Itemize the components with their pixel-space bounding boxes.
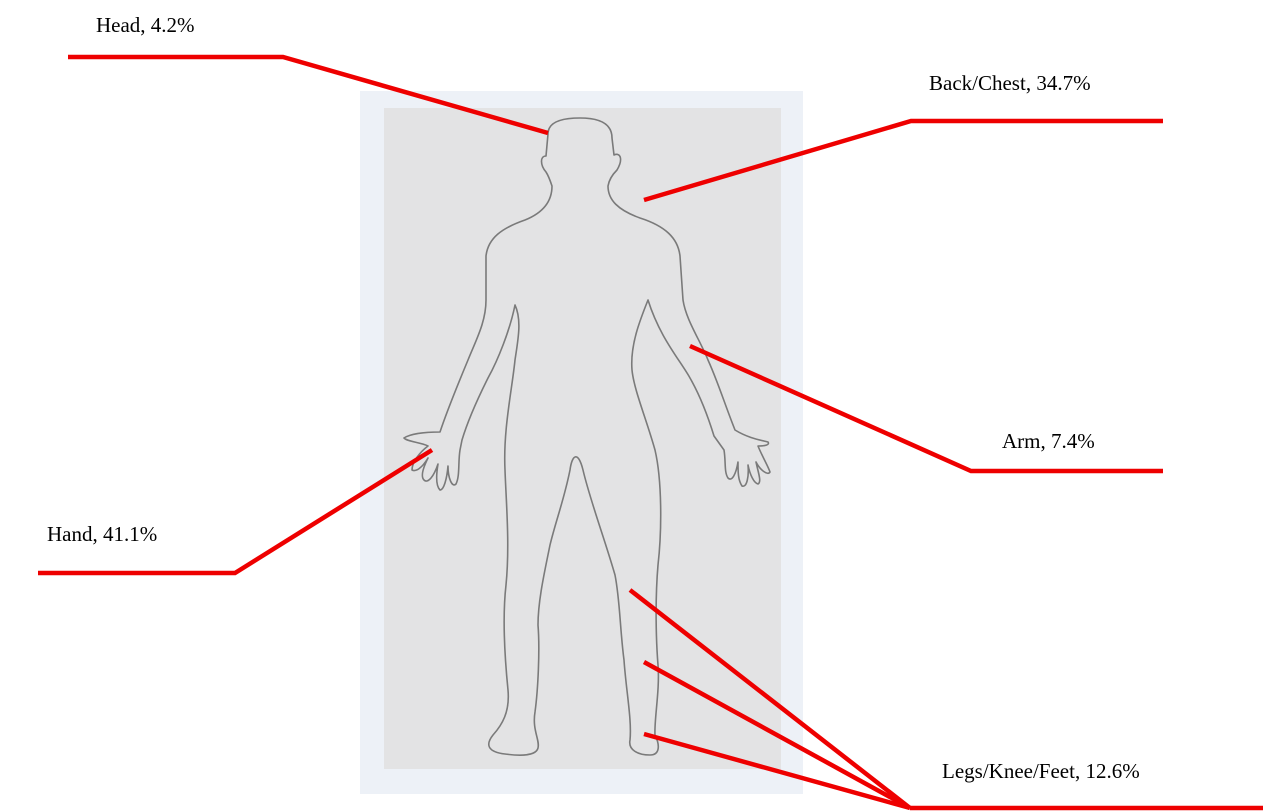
callout-label-back-chest: Back/Chest, 34.7% (929, 73, 1091, 94)
leader-line-head (68, 57, 548, 133)
callout-label-arm: Arm, 7.4% (1002, 431, 1095, 452)
callout-label-head: Head, 4.2% (96, 15, 195, 36)
callout-label-hand: Hand, 41.1% (47, 524, 157, 545)
callout-label-legs-knee-feet: Legs/Knee/Feet, 12.6% (942, 761, 1140, 782)
leader-line-back-chest (644, 121, 1163, 200)
leader-line-hand (38, 450, 432, 573)
leader-line-knee (644, 662, 910, 808)
leader-line-feet (644, 734, 910, 808)
body-outline (404, 118, 770, 755)
leader-line-legs (630, 590, 910, 808)
